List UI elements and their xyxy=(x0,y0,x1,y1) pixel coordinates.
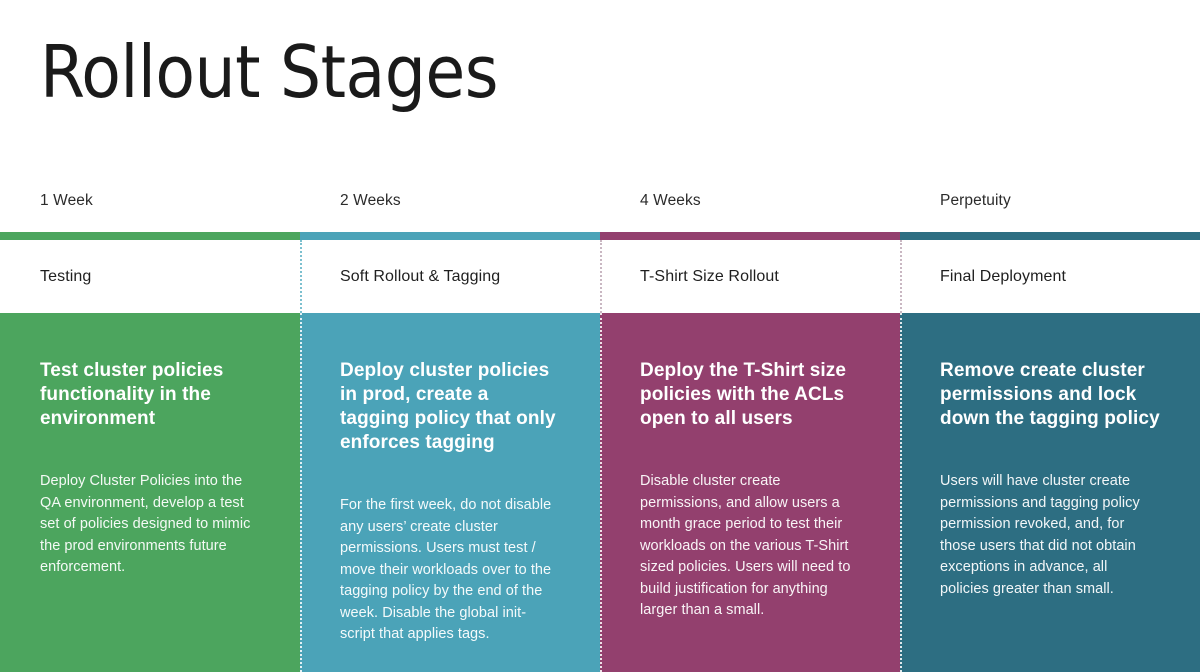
title-container: Rollout Stages xyxy=(40,30,1160,140)
timeline-column-4: Perpetuity Final Deployment Remove creat… xyxy=(900,170,1200,672)
rollout-timeline: 1 Week Testing Test cluster policies fun… xyxy=(0,170,1200,672)
stage-color-bar-3 xyxy=(600,232,900,240)
stage-name-3: T-Shirt Size Rollout xyxy=(640,267,779,285)
stage-body-3: Disable cluster create permissions, and … xyxy=(640,473,851,618)
timeline-column-1: 1 Week Testing Test cluster policies fun… xyxy=(0,170,300,672)
stage-color-bar-1 xyxy=(0,232,300,240)
duration-label-1: 1 Week xyxy=(40,192,93,209)
duration-row-3: 4 Weeks xyxy=(600,170,900,232)
panel-divider-2 xyxy=(300,313,302,672)
stage-name-4: Final Deployment xyxy=(940,267,1067,285)
stage-heading-3: Deploy the T-Shirt size policies with th… xyxy=(640,360,847,429)
page-title: Rollout Stages xyxy=(40,30,498,114)
duration-label-3: 4 Weeks xyxy=(640,192,701,209)
stage-name-row-1: Testing xyxy=(0,240,300,313)
stage-row-divider-2 xyxy=(300,240,302,313)
duration-row-4: Perpetuity xyxy=(900,170,1200,232)
stage-heading-4: Remove create cluster permissions and lo… xyxy=(940,360,1160,429)
timeline-column-3: 4 Weeks T-Shirt Size Rollout Deploy the … xyxy=(600,170,900,672)
stage-name-row-2: Soft Rollout & Tagging xyxy=(300,240,600,313)
stage-color-bar-4 xyxy=(900,232,1200,240)
stage-heading-1: Test cluster policies functionality in t… xyxy=(40,360,224,429)
stage-body-4: Users will have cluster create permissio… xyxy=(940,473,1140,597)
duration-label-2: 2 Weeks xyxy=(340,192,401,209)
stage-name-row-4: Final Deployment xyxy=(900,240,1200,313)
stage-panel-1: Test cluster policies functionality in t… xyxy=(0,313,300,672)
stage-name-2: Soft Rollout & Tagging xyxy=(340,267,501,285)
stage-heading-2: Deploy cluster policies in prod, create … xyxy=(340,360,556,453)
panel-divider-4 xyxy=(900,313,902,672)
stage-name-row-3: T-Shirt Size Rollout xyxy=(600,240,900,313)
timeline-column-2: 2 Weeks Soft Rollout & Tagging Deploy cl… xyxy=(300,170,600,672)
stage-body-1: Deploy Cluster Policies into the QA envi… xyxy=(40,473,251,575)
stage-name-1: Testing xyxy=(40,267,92,285)
stage-color-bar-2 xyxy=(300,232,600,240)
stage-body-2: For the first week, do not disable any u… xyxy=(340,497,552,642)
duration-row-2: 2 Weeks xyxy=(300,170,600,232)
stage-row-divider-4 xyxy=(900,240,902,313)
stage-panel-3: Deploy the T-Shirt size policies with th… xyxy=(600,313,900,672)
stage-panel-4: Remove create cluster permissions and lo… xyxy=(900,313,1200,672)
duration-row-1: 1 Week xyxy=(0,170,300,232)
panel-divider-3 xyxy=(600,313,602,672)
duration-label-4: Perpetuity xyxy=(940,192,1011,209)
stage-row-divider-3 xyxy=(600,240,602,313)
stage-panel-2: Deploy cluster policies in prod, create … xyxy=(300,313,600,672)
